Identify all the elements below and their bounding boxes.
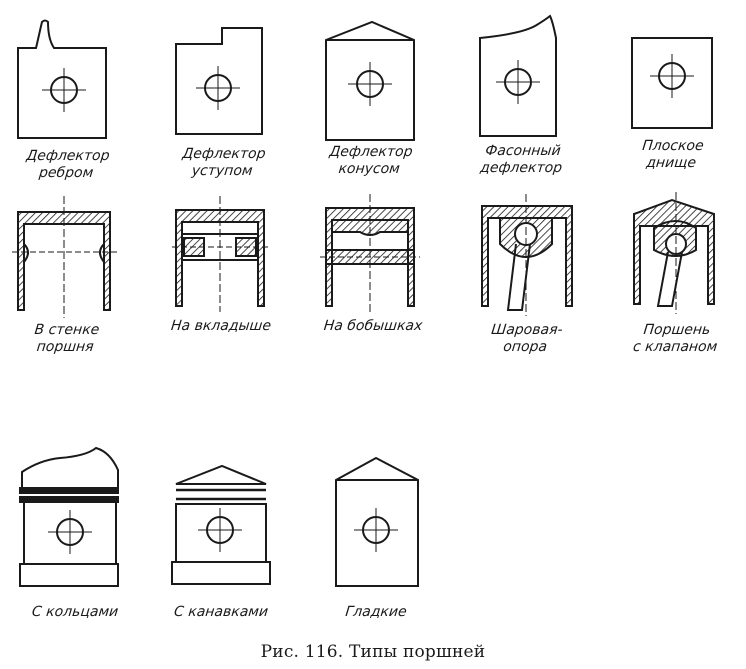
piston-fin-drawing <box>17 19 107 139</box>
label-grooves: С канавками <box>173 604 269 620</box>
label-fin: Дефлектор ребром <box>25 148 111 181</box>
piston-valve-drawing <box>633 192 715 314</box>
label-smooth: Гладкие <box>344 604 408 620</box>
label-ball: Шаровая- опора <box>490 322 564 355</box>
piston-shaped-drawing <box>479 14 557 137</box>
label-bosses: На бобышках <box>322 318 424 334</box>
piston-ball-drawing <box>481 194 573 316</box>
piston-bosses-drawing <box>320 194 420 312</box>
piston-rings-drawing <box>19 446 119 587</box>
label-step: Дефлектор уступом <box>181 146 267 179</box>
label-flat: Плоское днище <box>641 138 705 171</box>
piston-insert-drawing <box>172 196 270 312</box>
figure-caption: Рис. 116. Типы поршней <box>260 642 486 662</box>
label-shaped: Фасонный дефлектор <box>479 143 563 176</box>
label-rings: С кольцами <box>31 604 120 620</box>
piston-cone-drawing <box>325 20 415 141</box>
piston-wall-drawing <box>12 196 118 318</box>
piston-flat-drawing <box>631 37 713 129</box>
piston-step-drawing <box>175 27 263 135</box>
label-insert: На вкладыше <box>170 318 272 334</box>
piston-smooth-drawing <box>335 456 419 587</box>
label-cone: Дефлектор конусом <box>328 144 414 177</box>
label-wall: В стенке поршня <box>33 322 101 355</box>
label-valve: Поршень с клапаном <box>632 322 719 355</box>
piston-grooves-drawing <box>171 464 271 585</box>
